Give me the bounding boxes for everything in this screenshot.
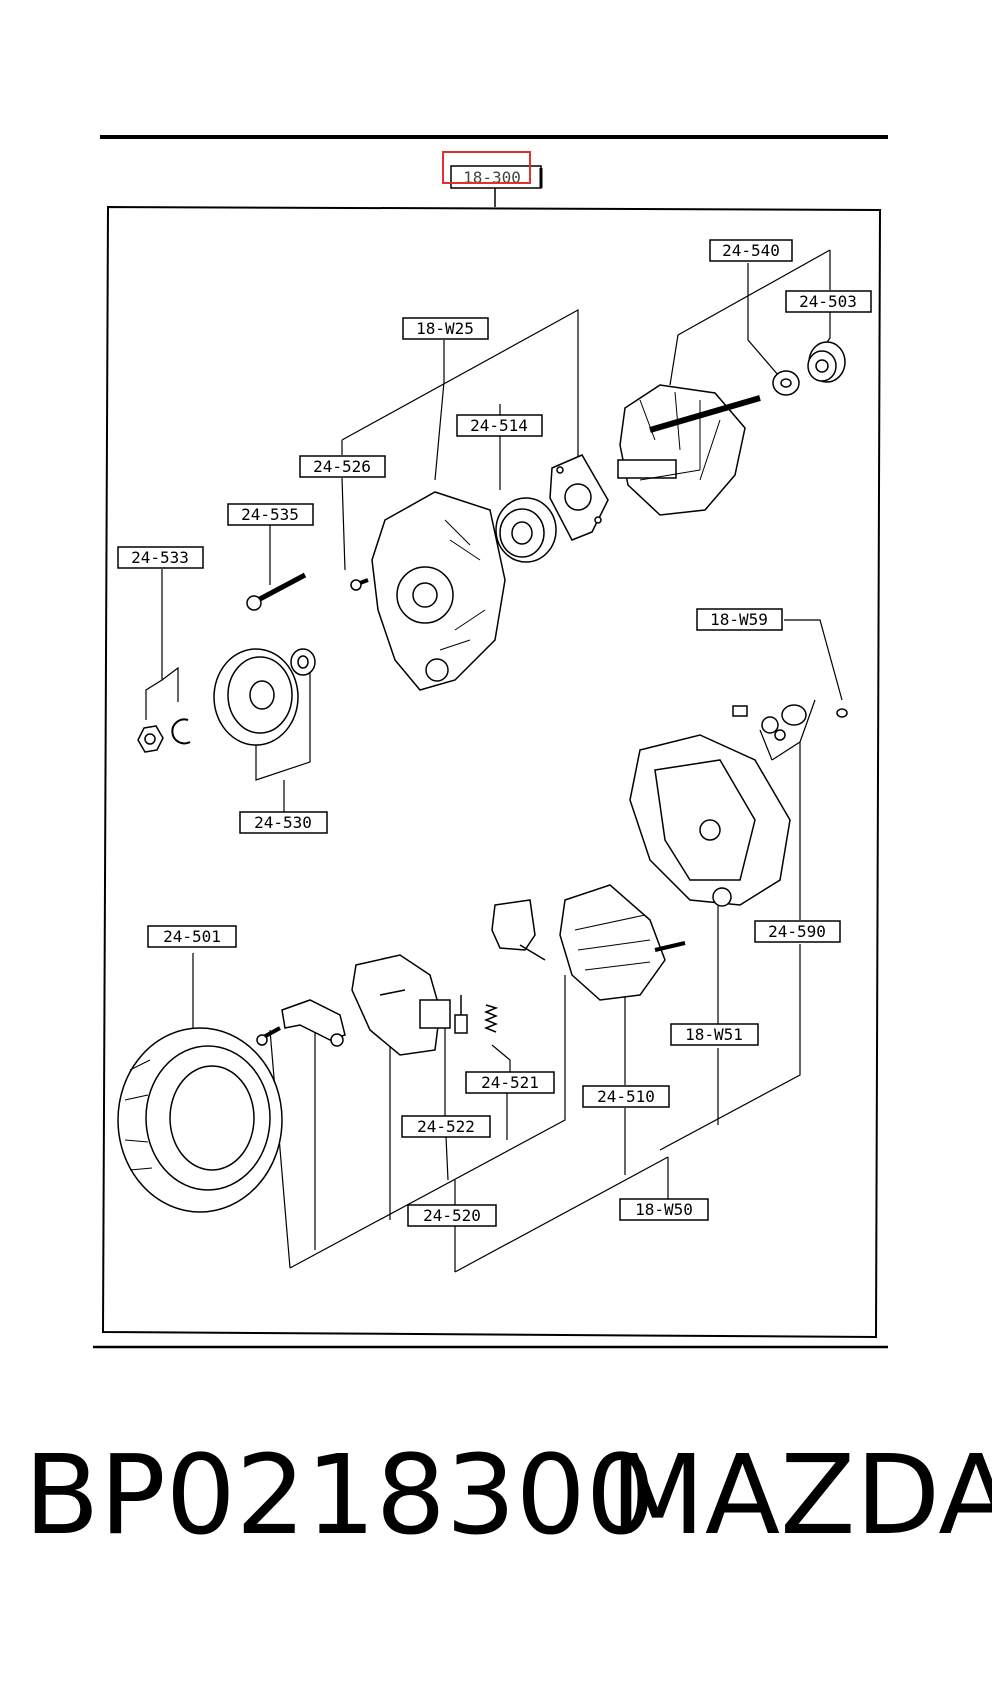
callout-24-514[interactable]: 24-514 [456,414,543,437]
through-bolt-part [246,572,307,611]
callout-24-520[interactable]: 24-520 [407,1204,497,1227]
callout-24-533[interactable]: 24-533 [117,546,204,569]
callout-24-521[interactable]: 24-521 [465,1071,555,1094]
callout-24-590-text: 24-590 [768,922,826,941]
callout-24-503[interactable]: 24-503 [785,290,872,313]
brush-part [454,995,468,1034]
brush-spring-part [483,1004,499,1033]
pulley-part [213,648,299,746]
regulator-part [351,954,451,1056]
callout-18-W59[interactable]: 18-W59 [696,608,783,631]
brand-name: MAZDA [610,1431,992,1559]
front-housing-part [371,491,506,691]
callout-24-540[interactable]: 24-540 [709,239,793,262]
callout-24-510[interactable]: 24-510 [582,1085,670,1108]
spacer-part [290,648,316,676]
bracket-part [281,999,346,1047]
callout-24-521-text: 24-521 [481,1073,539,1092]
callout-24-520-text: 24-520 [423,1206,481,1225]
rectifier-part [559,884,686,1001]
callout-24-590[interactable]: 24-590 [754,920,841,943]
callout-24-533-text: 24-533 [131,548,189,567]
rear-housing-part [629,734,791,907]
callout-24-503-text: 24-503 [799,292,857,311]
pulley-nut-part [807,341,846,383]
callout-24-535-text: 24-535 [241,505,299,524]
assembly-label-highlight [442,151,531,184]
callout-24-501[interactable]: 24-501 [147,925,237,948]
assembly-frame [101,205,882,1339]
callout-24-522-text: 24-522 [417,1117,475,1136]
callout-24-522[interactable]: 24-522 [401,1115,491,1138]
brush-holder-part [491,899,546,961]
callout-24-535[interactable]: 24-535 [227,503,314,526]
callout-24-540-text: 24-540 [722,241,780,260]
part-number: BP0218300 [24,1431,656,1559]
footer-caption: BP0218300 MAZDA [0,1440,992,1600]
washer-part [772,370,800,396]
callout-24-530[interactable]: 24-530 [239,811,328,834]
callout-18-W25-text: 18-W25 [416,319,474,338]
terminal-parts [732,704,848,741]
callout-24-510-text: 24-510 [597,1087,655,1106]
screw-part [350,578,369,591]
callout-24-514-text: 24-514 [470,416,528,435]
assembly-label[interactable]: 18-300 [442,151,543,189]
callout-18-W50-text: 18-W50 [635,1200,693,1219]
callout-18-W59-text: 18-W59 [710,610,768,629]
callout-18-W51[interactable]: 18-W51 [670,1023,759,1046]
bearing-retainer-part [549,454,609,541]
callout-18-W51-text: 18-W51 [685,1025,743,1044]
callout-24-526[interactable]: 24-526 [299,455,386,478]
front-bearing-part [495,497,557,563]
callout-24-530-text: 24-530 [254,813,312,832]
callout-24-526-text: 24-526 [313,457,371,476]
callout-18-W25[interactable]: 18-W25 [402,317,489,340]
callout-24-501-text: 24-501 [163,927,221,946]
pulley-nut-washer-part [137,718,191,753]
leader-lines [145,249,843,1273]
bolt-part [256,1026,281,1046]
rotor-shaft-part [617,384,761,516]
assembly-label-text: 18-300 [463,168,521,187]
callout-18-W50[interactable]: 18-W50 [619,1198,709,1221]
stator-part [117,1027,283,1213]
